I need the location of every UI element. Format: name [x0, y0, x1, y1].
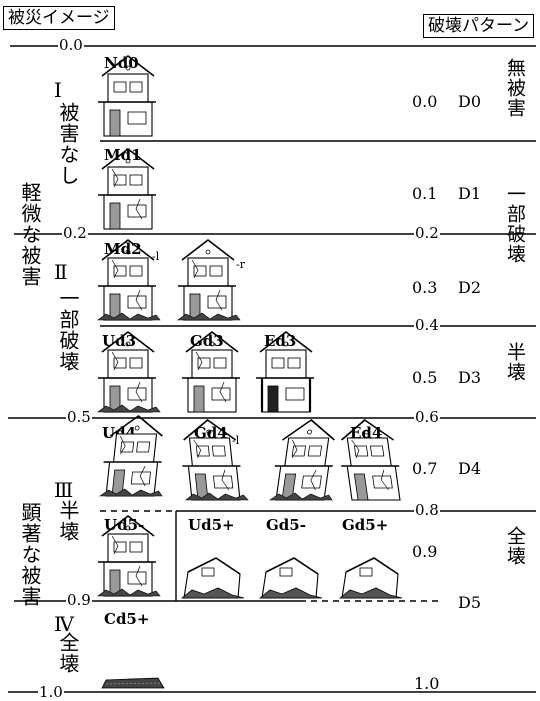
house-ud3: [97, 330, 161, 413]
house-md1: [98, 147, 156, 230]
header-pattern: 破壊パターン: [423, 14, 535, 38]
level-1-text: 被害なし: [56, 102, 80, 186]
level-3-roman: Ⅲ: [54, 478, 74, 502]
pattern-d1: D1: [458, 184, 482, 203]
tick-0.2-right: 0.2: [414, 224, 440, 242]
house-ud5-minus: [97, 514, 161, 597]
tick-0.4: 0.4: [414, 316, 440, 334]
house-ud4: [99, 414, 163, 497]
house-ud5-plus: [180, 557, 245, 599]
code-gd5m: Gd5-: [266, 516, 306, 534]
code-ed3: Ed3: [264, 332, 297, 350]
level-1-roman: Ⅰ: [54, 78, 62, 102]
code-cd5p: Cd5+: [104, 610, 150, 628]
code-md2: Md2: [104, 240, 142, 258]
level-3-text: 半壊: [56, 500, 80, 542]
group-light: 軽微な被害: [18, 182, 42, 287]
house-gd4-l: [182, 418, 249, 501]
pattern-d5-value: 0.9: [412, 542, 438, 561]
sup-md2-r: -r: [236, 258, 245, 271]
pattern-d4-value: 0.7: [412, 459, 438, 478]
tick-0.2-left: 0.2: [62, 224, 88, 242]
damage-half: 半壊: [504, 342, 526, 382]
code-gd5p: Gd5+: [342, 516, 389, 534]
tick-0.6: 0.6: [414, 408, 440, 426]
level-4-text: 全壊: [56, 632, 80, 674]
code-gd3: Gd3: [190, 332, 224, 350]
pattern-d0-value: 0.0: [412, 92, 438, 111]
pattern-d3-value: 0.5: [412, 368, 438, 387]
pattern-d4: D4: [458, 459, 482, 478]
group-severe: 顕著な被害: [18, 502, 42, 607]
sup-md2-l: -l: [152, 250, 160, 263]
pattern-d2-value: 0.3: [412, 278, 438, 297]
damage-partial: 一部破壊: [504, 184, 526, 264]
level-2-text: 一部破壊: [56, 288, 80, 372]
pattern-d2: D2: [458, 278, 482, 297]
tick-0.8: 0.8: [414, 501, 440, 519]
sup-gd4-l: -l: [232, 434, 240, 447]
house-ed4: [340, 418, 401, 501]
code-ud5p: Ud5+: [188, 516, 235, 534]
damage-none: 無被害: [504, 58, 526, 118]
house-gd5-minus: [258, 557, 323, 599]
pattern-d3: D3: [458, 368, 482, 387]
pattern-d0: D0: [458, 92, 482, 111]
house-ed3: [256, 330, 314, 413]
level-4-roman: Ⅳ: [54, 612, 74, 636]
pattern-d1-value: 0.1: [412, 184, 438, 203]
level-2-roman: Ⅱ: [54, 260, 68, 284]
pattern-d5: D5: [458, 593, 482, 612]
house-cd5-plus: [101, 677, 165, 689]
tick-1.0: 1.0: [38, 683, 64, 701]
house-nd0: [98, 54, 156, 137]
house-gd4-r: [269, 418, 336, 501]
house-md2-l: [97, 238, 161, 321]
tick-0.9: 0.9: [66, 591, 92, 609]
tick-0.5: 0.5: [66, 408, 92, 426]
house-gd3: [182, 330, 240, 413]
tick-0.0: 0.0: [58, 36, 84, 54]
house-md2-r: [177, 238, 241, 321]
house-gd5-plus: [338, 557, 403, 599]
pattern-final-value: 1.0: [414, 674, 440, 693]
header-image: 被災イメージ: [3, 6, 115, 30]
damage-total: 全壊: [504, 526, 526, 566]
